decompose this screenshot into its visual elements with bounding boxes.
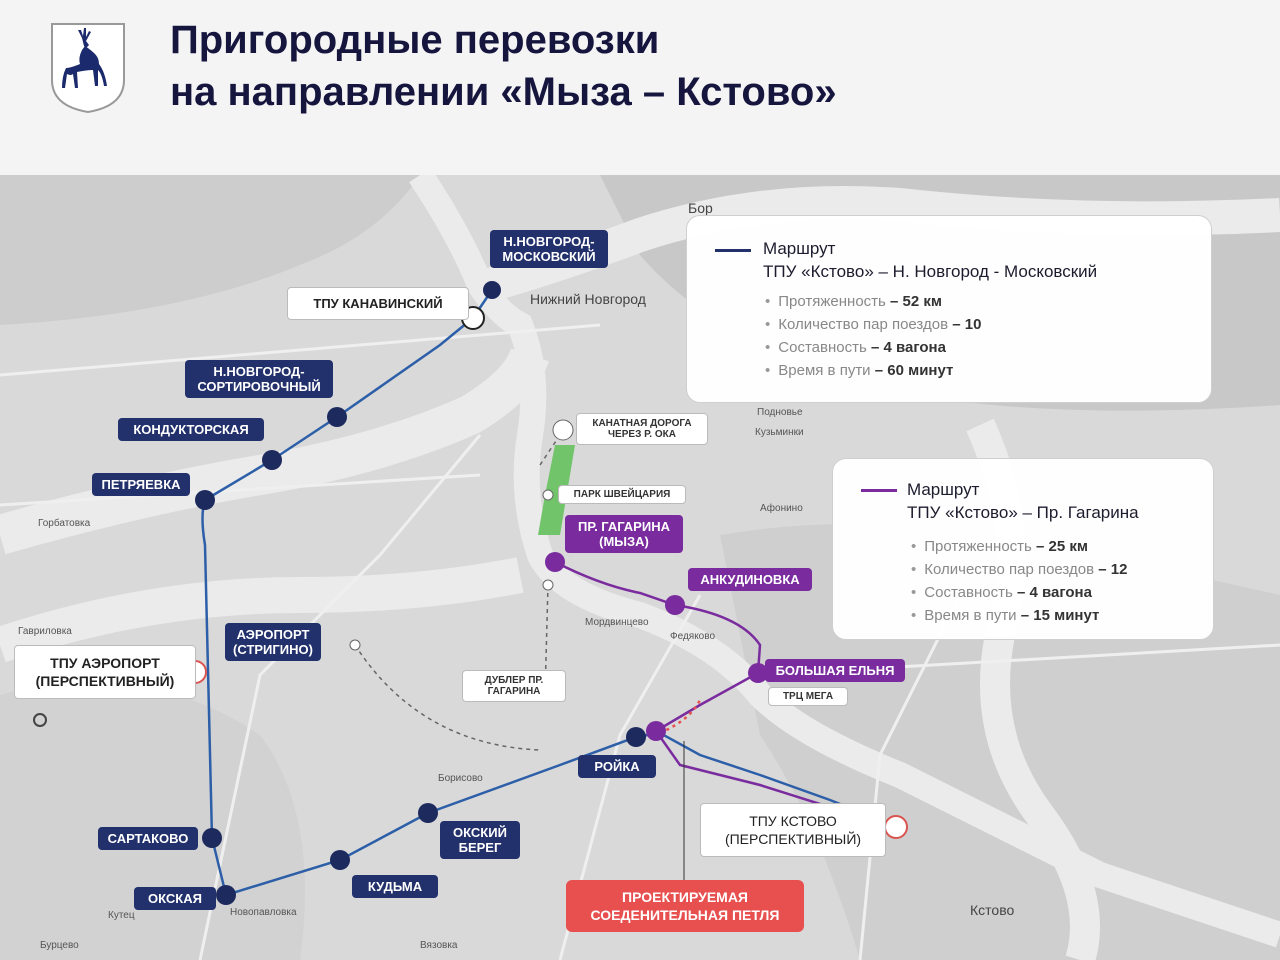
station-dot-bolshaya-elnya <box>748 663 768 683</box>
fact-label: Время в пути <box>924 607 1017 624</box>
route-card-moskovsky: Маршрут ТПУ «Кстово» – Н. Новгород - Мос… <box>686 215 1212 403</box>
place-kuzminki: Кузьминки <box>755 427 804 438</box>
station-gagarina[interactable]: ПР. ГАГАРИНА (МЫЗА) <box>565 515 683 553</box>
place-podnovye: Подновье <box>757 407 803 418</box>
station-dot-gagarina <box>545 552 565 572</box>
title-line-2: на направлении «Мыза – Кстово» <box>170 70 837 114</box>
title-line-1: Пригородные перевозки <box>170 18 660 62</box>
fact-label: Количество пар поездов <box>778 316 949 333</box>
station-dot-sortirovochny <box>327 407 347 427</box>
place-borisovo: Борисово <box>438 773 483 784</box>
fact-item: Протяженность – 52 км <box>765 290 981 313</box>
fact-label: Протяженность <box>778 293 886 310</box>
station-dot-konduktorskaya <box>262 450 282 470</box>
station-aeroport[interactable]: АЭРОПОРТ (СТРИГИНО) <box>225 623 321 661</box>
fact-item: Время в пути – 60 минут <box>765 359 981 382</box>
route-line-swatch-purple <box>861 489 897 492</box>
station-kudma[interactable]: КУДЬМА <box>352 875 438 898</box>
station-sartakovo[interactable]: САРТАКОВО <box>98 827 198 850</box>
place-fedyakovo: Федяково <box>670 631 716 642</box>
place-nizhny: Нижний Новгород <box>530 291 646 307</box>
fact-label: Протяженность <box>924 538 1032 555</box>
fact-value: – 15 минут <box>1020 607 1100 624</box>
hub-kstovo[interactable]: ТПУ КСТОВО (ПЕРСПЕКТИВНЫЙ) <box>700 803 886 857</box>
station-konduktorskaya[interactable]: КОНДУКТОРСКАЯ <box>118 418 264 441</box>
fact-item: Количество пар поездов – 12 <box>911 558 1127 581</box>
place-afonino: Афонино <box>760 503 803 514</box>
fact-value: – 60 минут <box>874 362 954 379</box>
place-mordvintsevo: Мордвинцево <box>585 617 649 628</box>
page-title: Пригородные перевозки на направлении «Мы… <box>170 14 837 118</box>
fact-label: Время в пути <box>778 362 871 379</box>
fact-item: Время в пути – 15 минут <box>911 604 1127 627</box>
station-dot-okskaya <box>216 885 236 905</box>
route-card-facts: Протяженность – 25 км Количество пар пое… <box>911 535 1127 627</box>
place-gavrilovka: Гавриловка <box>18 626 72 637</box>
station-dot-oksky-bereg <box>418 803 438 823</box>
station-dot-kudma <box>330 850 350 870</box>
fact-value: – 25 км <box>1036 538 1089 555</box>
place-burcevo: Бурцево <box>40 940 79 951</box>
fact-value: – 52 км <box>890 293 943 310</box>
fact-value: – 4 вагона <box>1016 584 1092 601</box>
station-dot-mega <box>646 721 666 741</box>
fact-label: Количество пар поездов <box>924 561 1095 578</box>
header: Пригородные перевозки на направлении «Мы… <box>0 0 1280 175</box>
proposed-loop-label[interactable]: ПРОЕКТИРУЕМАЯ СОЕДЕНИТЕЛЬНАЯ ПЕТЛЯ <box>566 880 804 932</box>
station-dot-ankudinovka <box>665 595 685 615</box>
station-okskaya[interactable]: ОКСКАЯ <box>134 887 216 910</box>
station-moskovsky[interactable]: Н.НОВГОРОД- МОСКОВСКИЙ <box>490 230 608 268</box>
station-sortirovochny[interactable]: Н.НОВГОРОД- СОРТИРОВОЧНЫЙ <box>185 360 333 398</box>
fact-value: – 10 <box>952 316 982 333</box>
poi-trc-mega: ТРЦ МЕГА <box>768 687 848 706</box>
station-roika[interactable]: РОЙКА <box>578 755 656 778</box>
station-dot-petryaevka <box>195 490 215 510</box>
place-vyazovka: Вязовка <box>420 940 458 951</box>
map[interactable]: Нижний Новгород Бор Кстово Горбатовка Га… <box>0 175 1280 960</box>
station-bolshaya-elnya[interactable]: БОЛЬШАЯ ЕЛЬНЯ <box>765 659 905 682</box>
place-kstovo: Кстово <box>970 902 1015 918</box>
fact-item: Протяженность – 25 км <box>911 535 1127 558</box>
fact-value: – 4 вагона <box>870 339 946 356</box>
place-bor: Бор <box>688 200 713 216</box>
hub-airport[interactable]: ТПУ АЭРОПОРТ (ПЕРСПЕКТИВНЫЙ) <box>14 645 196 699</box>
station-dot-roika <box>626 727 646 747</box>
fact-item: Количество пар поездов – 10 <box>765 313 981 336</box>
station-dot-sartakovo <box>202 828 222 848</box>
fact-label: Составность <box>778 339 867 356</box>
station-petryaevka[interactable]: ПЕТРЯЕВКА <box>92 473 190 496</box>
route-card-name: ТПУ «Кстово» – Пр. Гагарина <box>907 503 1139 522</box>
hub-kanavinsky[interactable]: ТПУ КАНАВИНСКИЙ <box>287 287 469 320</box>
station-dot-moskovsky <box>483 281 501 299</box>
fact-item: Составность – 4 вагона <box>765 336 981 359</box>
place-kutec: Кутец <box>108 910 135 921</box>
fact-label: Составность <box>924 584 1013 601</box>
place-novopavlovka: Новопавловка <box>230 907 297 918</box>
route-card-label: Маршрут <box>763 239 836 258</box>
place-gorbatovka: Горбатовка <box>38 518 91 529</box>
route-line-swatch-blue <box>715 249 751 252</box>
route-card-name: ТПУ «Кстово» – Н. Новгород - Московский <box>763 262 1098 281</box>
hub-dot-kstovo <box>884 815 908 839</box>
fact-value: – 12 <box>1098 561 1128 578</box>
coat-of-arms-icon <box>51 23 125 114</box>
station-ankudinovka[interactable]: АНКУДИНОВКА <box>688 568 812 591</box>
route-card-label: Маршрут <box>907 480 980 499</box>
route-card-facts: Протяженность – 52 км Количество пар пое… <box>765 290 981 382</box>
route-card-gagarina: Маршрут ТПУ «Кстово» – Пр. Гагарина Прот… <box>832 458 1214 640</box>
poi-dubler: ДУБЛЕР ПР. ГАГАРИНА <box>462 670 566 702</box>
station-oksky-bereg[interactable]: ОКСКИЙ БЕРЕГ <box>440 821 520 859</box>
fact-item: Составность – 4 вагона <box>911 581 1127 604</box>
poi-cable-car: КАНАТНАЯ ДОРОГА ЧЕРЕЗ Р. ОКА <box>576 413 708 445</box>
poi-park: ПАРК ШВЕЙЦАРИЯ <box>558 485 686 504</box>
